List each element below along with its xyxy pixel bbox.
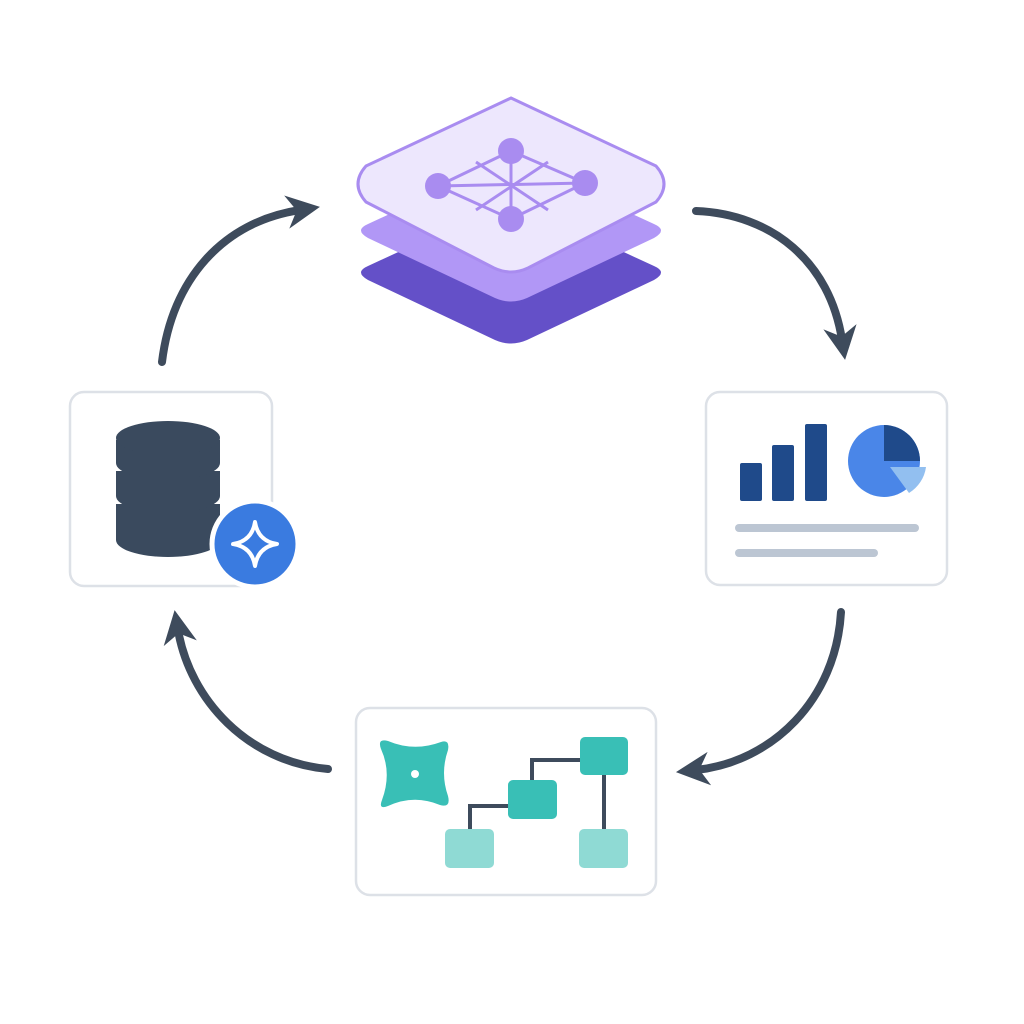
- stacked-layers-network-icon: [356, 96, 666, 344]
- data-warehouse-card: [68, 390, 301, 590]
- sparkle-badge-icon: [209, 498, 301, 590]
- workflow-node-bottom-left: [445, 829, 494, 868]
- network-graph-icon: [425, 138, 598, 232]
- text-line-2: [735, 549, 878, 557]
- analytics-card: [704, 390, 949, 587]
- chart-bar-1: [740, 463, 762, 501]
- transformation-card: [354, 706, 658, 897]
- database-icon: [116, 421, 220, 557]
- bar-and-pie-chart-icon: [740, 424, 926, 501]
- workflow-node-top: [580, 737, 628, 775]
- workflow-node-middle: [508, 780, 557, 819]
- workflow-node-bottom-right: [579, 829, 628, 868]
- arrow-transformation-to-warehouse: [163, 610, 332, 773]
- chart-bar-3: [805, 424, 827, 501]
- pie-slice-light: [890, 467, 926, 493]
- pie-slice-dark: [884, 425, 920, 461]
- chart-bar-2: [772, 445, 794, 501]
- arrow-semantic-to-analytics: [692, 207, 857, 360]
- text-line-1: [735, 524, 919, 532]
- arrow-analytics-to-transformation: [675, 608, 845, 786]
- arrow-warehouse-to-semantic: [158, 195, 320, 366]
